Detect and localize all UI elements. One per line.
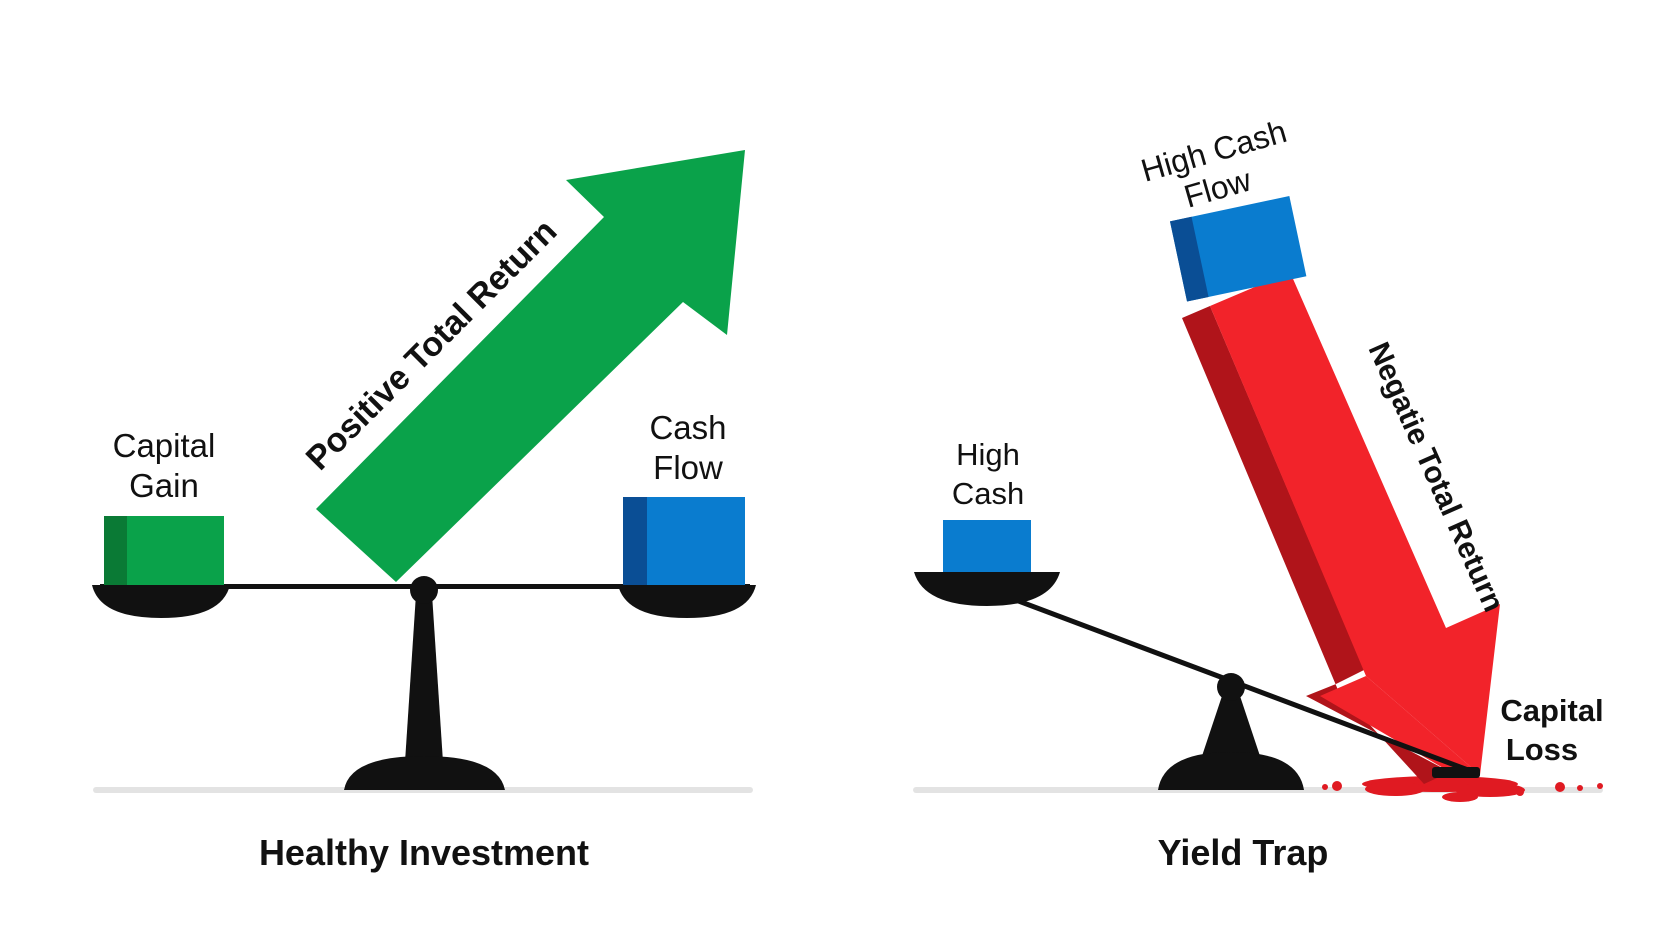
healthy-scale-post (405, 594, 443, 762)
yield-trap-panel: Negatie Total Return High Cash High Cash… (913, 113, 1604, 873)
capital-gain-label-line1: Capital (113, 427, 216, 464)
cash-flow-block (623, 497, 745, 585)
trap-left-pan (914, 572, 1060, 606)
healthy-right-pan (618, 585, 756, 618)
capital-gain-block (104, 516, 224, 585)
cash-flow-label-line1: Cash (649, 409, 726, 446)
high-cash-block (943, 520, 1031, 572)
positive-return-arrow (316, 150, 745, 582)
high-cash-flow-block (1169, 195, 1307, 302)
healthy-left-pan (92, 585, 230, 618)
capital-gain-label-line2: Gain (129, 467, 199, 504)
trap-scale-base (1158, 752, 1304, 790)
negative-return-arrow-body (1210, 272, 1500, 775)
positive-return-arrow-body (316, 150, 745, 582)
negative-return-arrow (1182, 272, 1500, 784)
healthy-investment-caption: Healthy Investment (259, 832, 589, 873)
high-cash-label-line2: Cash (952, 476, 1024, 511)
cash-flow-label-line2: Flow (653, 449, 723, 486)
healthy-scale-base (344, 756, 505, 790)
capital-loss-splatter (1322, 776, 1603, 802)
trap-beam-end (1432, 767, 1480, 778)
healthy-investment-panel: Positive Total Return Capital Gain Cash … (92, 150, 756, 873)
capital-loss-label-line1: Capital (1500, 693, 1603, 728)
healthy-scale-pivot (410, 576, 438, 604)
high-cash-label-line1: High (956, 437, 1020, 472)
yield-trap-caption: Yield Trap (1158, 832, 1329, 873)
trap-scale-pivot (1217, 673, 1245, 701)
negative-return-arrow-side (1182, 306, 1450, 784)
capital-loss-label-line2: Loss (1506, 732, 1578, 767)
trap-scale-post (1200, 690, 1262, 762)
